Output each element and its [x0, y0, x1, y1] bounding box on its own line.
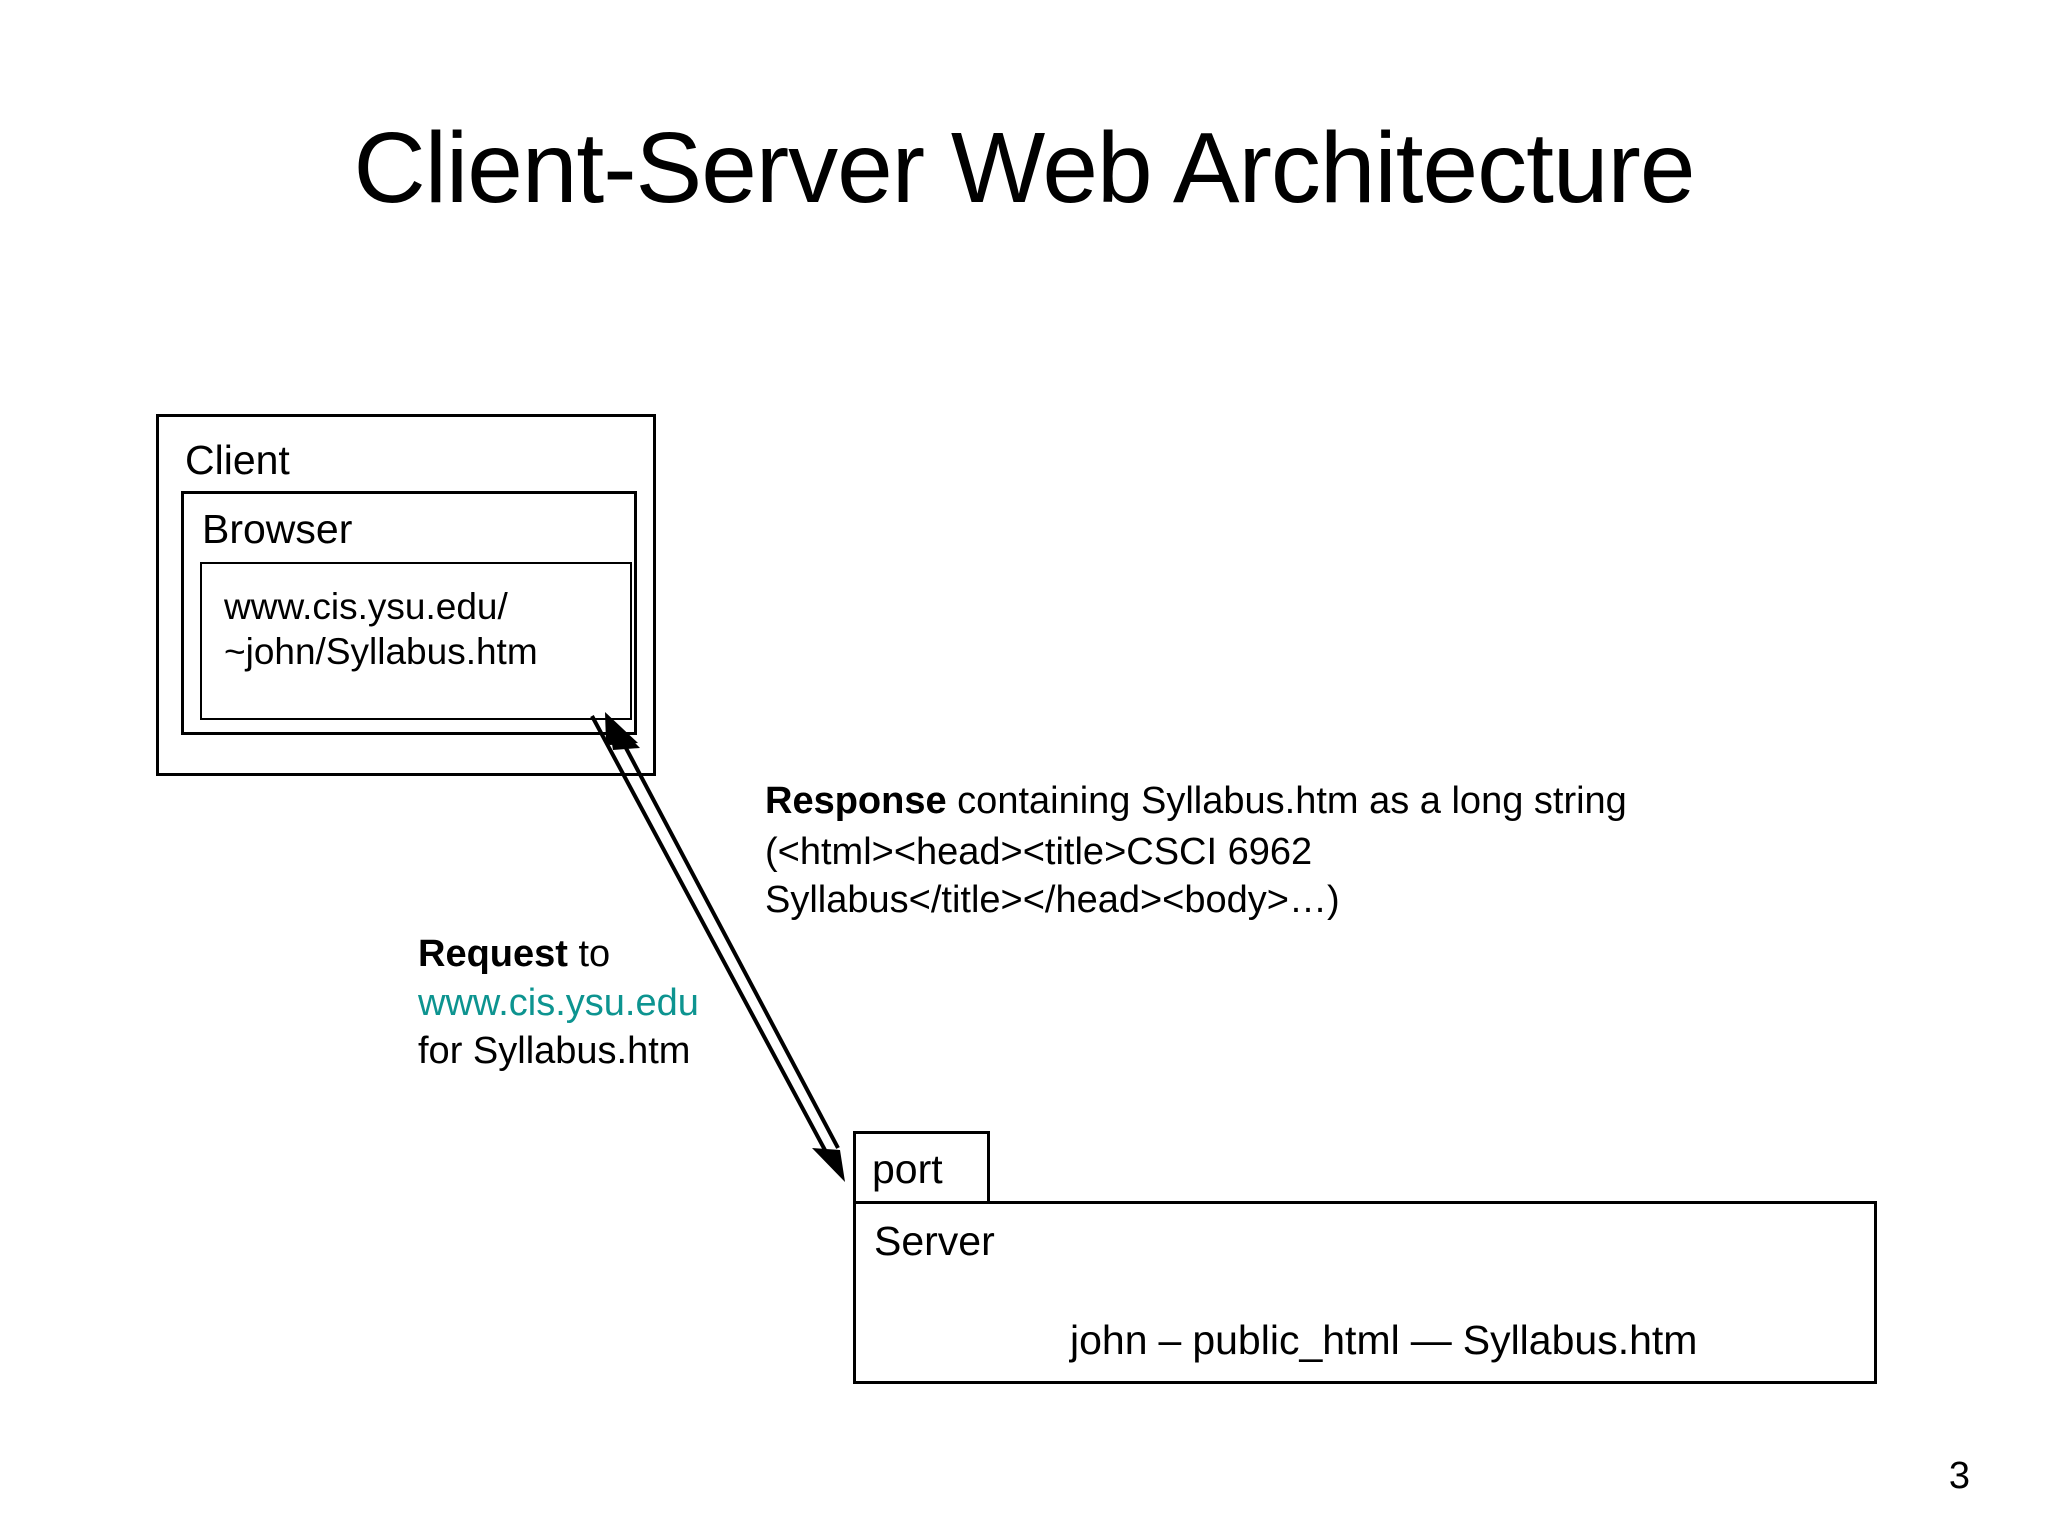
response-file-name: Syllabus.htm [1141, 780, 1359, 822]
page-title: Client-Server Web Architecture [353, 112, 1696, 224]
client-label: Client [185, 437, 290, 483]
browser-address-bar[interactable]: www.cis.ysu.edu/ ~john/Syllabus.htm [200, 562, 632, 720]
browser-label: Browser [202, 506, 353, 552]
request-lead-label: Request [418, 933, 568, 975]
response-headline: Response containing Syllabus.htm as a lo… [765, 777, 1825, 826]
port-label: port [872, 1146, 943, 1192]
path-separator-2: — [1410, 1317, 1452, 1363]
response-text-before: containing [946, 780, 1141, 822]
client-box: Client Browser www.cis.ysu.edu/ ~john/Sy… [156, 414, 656, 776]
path-public-dir: public_html [1192, 1317, 1400, 1363]
server-label: Server [874, 1218, 995, 1264]
response-text-after: as a long string [1358, 780, 1627, 822]
path-separator-1: – [1158, 1317, 1182, 1363]
request-target-file: for Syllabus.htm [418, 1030, 691, 1073]
path-user-dir: john [1070, 1317, 1148, 1363]
server-file-path: john–public_html—Syllabus.htm [1070, 1317, 1697, 1364]
response-markup-sample: (<html><head><title>CSCI 6962 Syllabus</… [765, 830, 1340, 922]
response-annotation: Response containing Syllabus.htm as a lo… [765, 777, 1825, 925]
request-host-link[interactable]: www.cis.ysu.edu [418, 981, 699, 1024]
request-headline: Request to [418, 930, 748, 979]
port-box: port [853, 1131, 990, 1207]
address-bar-value: www.cis.ysu.edu/ ~john/Syllabus.htm [224, 586, 538, 673]
response-lead-label: Response [765, 780, 947, 822]
page-number: 3 [1948, 1455, 1970, 1497]
path-file: Syllabus.htm [1462, 1317, 1698, 1363]
browser-box: Browser www.cis.ysu.edu/ ~john/Syllabus.… [181, 491, 637, 735]
request-annotation: Request to www.cis.ysu.edu for Syllabus.… [418, 930, 748, 1076]
request-text-after-lead: to [567, 933, 611, 975]
server-box: Server john–public_html—Syllabus.htm [853, 1201, 1877, 1384]
